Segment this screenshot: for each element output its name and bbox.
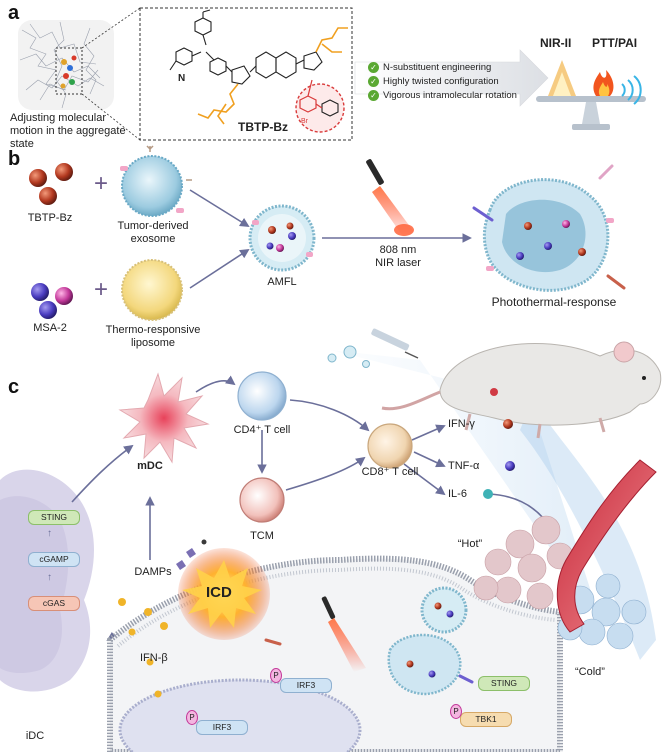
panel-a-letter: a [8,2,20,24]
check-icon: ✓ [368,61,379,73]
sting-pill-top: STING [28,510,80,525]
arrow-up-icon: ↑ [47,528,52,539]
photothermal-label: Photothermal-response [491,295,617,309]
tbtp-bz-label: TBTP-Bz [27,212,73,224]
exosome-line-1: Tumor-derived [117,220,189,232]
tumor-cell-cluster [473,459,657,650]
irf3-pill-nucleus: IRF3 [196,720,248,735]
aggregate-cluster [18,20,114,110]
laser-icon [321,596,366,672]
phospho-badge: P [186,710,198,725]
cd4-label: CD4⁺ T cell [233,424,291,436]
tbtp-bz-spheres [29,163,73,205]
sting-pill-bottom: STING [478,676,530,691]
amfl-label: AMFL [267,276,297,288]
cd8-cell [367,423,413,469]
liposome-line-1: Thermo-responsive [105,324,201,336]
wave-icon [621,75,642,105]
cytokine-ifng: IFN-γ [448,418,475,430]
icd-label: ICD [206,584,232,601]
feature-item: ✓ Vigorous intramolecular rotation [368,88,538,102]
arrow-up-icon: ↑ [47,572,52,583]
laser-line-2: NIR laser [375,257,421,269]
br-atom: Br [301,118,308,125]
msa2-spheres [31,283,73,319]
check-icon: ✓ [368,75,379,87]
msa2-label: MSA-2 [33,322,67,334]
alkyl-chains [197,27,348,125]
laser-line-1: 808 nm [379,244,417,256]
laser-icon [366,159,414,238]
hot-label: “Hot” [457,538,483,550]
tcm-label: TCM [250,530,274,542]
liposome-label: Thermo-responsive liposome [100,324,206,350]
damps-label: DAMPs [134,566,172,578]
feature-text: Highly twisted configuration [383,75,499,87]
cytokine-il6: IL-6 [448,488,467,500]
irf3-pill-cytoplasm: IRF3 [280,678,332,693]
feature-text: N-substituent engineering [383,61,492,73]
panel-c-letter: c [8,376,20,398]
phospho-badge: P [270,668,282,683]
caption-line-1: Adjusting molecular [10,112,106,124]
cd4-cell [237,371,287,421]
amfl-particle [248,204,316,272]
syringe-icon [327,328,419,368]
exosome-line-2: exosome [130,233,176,245]
mouse-icon [381,341,662,439]
phospho-badge: P [450,704,462,719]
feature-list: ✓ N-substituent engineering ✓ Highly twi… [368,60,538,102]
plus-sign: + [94,276,109,303]
tcm-cell [239,477,285,523]
liposome-line-2: liposome [130,337,176,349]
feature-item: ✓ Highly twisted configuration [368,74,538,88]
molecule-label: TBTP-Bz [238,120,288,134]
mdc-cell [118,372,210,464]
molecule-structure [169,9,323,85]
panel-a-caption: Adjusting molecular motion in the aggreg… [10,112,140,151]
exosome-label: Tumor-derived exosome [108,220,198,246]
features-arrow [354,49,549,107]
feature-item: ✓ N-substituent engineering [368,60,538,74]
nitrogen-atom: N [178,73,186,84]
check-icon: ✓ [368,89,379,101]
liposome [121,259,183,321]
damps-particles [176,539,207,570]
plus-sign: + [94,170,109,197]
benzyl-group [295,79,345,133]
ifnb-dots [118,598,168,698]
ptt-pai-label: PTT/PAI [592,36,638,50]
feature-text: Vigorous intramolecular rotation [383,89,517,101]
cytokine-tnfa: TNF-α [448,460,480,472]
mdc-label: mDC [137,460,163,472]
photothermal-particle [472,164,626,292]
cd8-label: CD8⁺ T cell [361,466,419,478]
nir-ii-label: NIR-II [540,36,572,50]
balance-scale [536,60,646,130]
idc-label: iDC [25,730,45,742]
ifnb-label: IFN-β [140,652,168,664]
laser-label: 808 nm NIR laser [360,244,436,270]
cgamp-pill: cGAMP [28,552,80,567]
exosome [120,145,192,217]
tbk1-pill: TBK1 [460,712,512,727]
cgas-pill: cGAS [28,596,80,611]
cold-label: “Cold” [575,666,605,678]
icd-burst [178,548,270,640]
panel-b-letter: b [8,148,21,170]
nucleus [118,678,362,752]
caption-line-2: motion in the aggregate state [10,125,126,150]
